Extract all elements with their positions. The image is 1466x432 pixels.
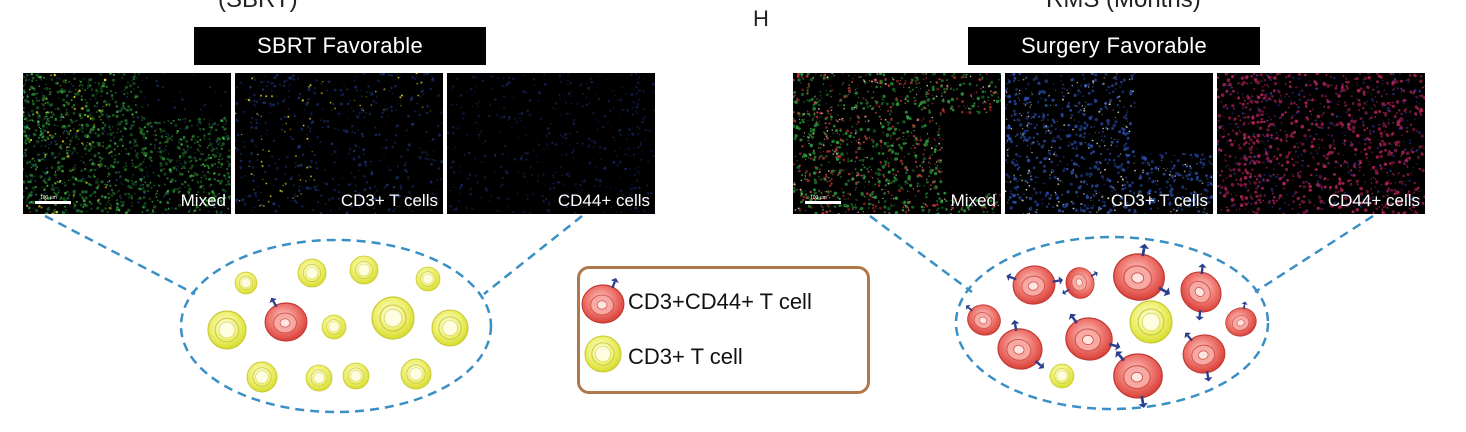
image-label-cd44: CD44+ cells (557, 191, 650, 210)
scale-bar (35, 201, 71, 204)
cropped-top-text-right: RMS (Months) (1046, 0, 1201, 14)
legend-icons (581, 266, 637, 373)
cd3-t-cell (349, 255, 379, 285)
panel-letter: H (753, 6, 769, 31)
cd3-cd44-t-cell (1057, 264, 1102, 301)
cd3-cd44-t-cell (1172, 259, 1230, 324)
image-label-cd3: CD3+ T cells (340, 191, 438, 210)
cd3-t-cell (207, 310, 247, 350)
cd3-t-cell (1049, 363, 1075, 389)
cd3-cd44-t-cell (1003, 262, 1066, 308)
cd3-t-cell (234, 271, 258, 295)
cd3-t-cell (415, 266, 441, 292)
surgery-favorable-title: Surgery Favorable (968, 27, 1260, 65)
surgery-cell-ellipse (954, 235, 1270, 411)
cd3-cd44-t-cell (1112, 348, 1163, 409)
scale-bar-label: 100 μm (810, 195, 827, 201)
scale-bar (805, 201, 841, 204)
cd3-cd44-t-cell (265, 296, 308, 342)
legend: CD3+CD44+ T cell CD3+ T cell (577, 266, 870, 394)
cd3-t-cell (400, 358, 432, 390)
left-mixed-image: 100 μm Mixed (23, 73, 231, 214)
scale-bar-label: 100 μm (40, 195, 57, 201)
right-image-strip: 100 μm Mixed CD3+ T cells CD44+ cells (793, 73, 1425, 214)
left-cd44-image: CD44+ cells (447, 73, 655, 214)
right-cd3-image: CD3+ T cells (1005, 73, 1213, 214)
sbrt-cell-ellipse (179, 238, 493, 414)
image-label-cd3: CD3+ T cells (1110, 191, 1208, 210)
cd3-cd44-t-cell (1109, 239, 1179, 305)
cd3-t-cell (321, 314, 347, 340)
cd3-t-cell (1129, 300, 1173, 344)
cd3-t-cell (305, 364, 333, 392)
left-cd3-image: CD3+ T cells (235, 73, 443, 214)
right-mixed-image: 100 μm Mixed (793, 73, 1001, 214)
cd3-t-cell (371, 296, 415, 340)
image-label-cd44: CD44+ cells (1327, 191, 1420, 210)
cd3-cd44-t-cell (1179, 324, 1229, 385)
cd3-t-cell (431, 309, 469, 347)
legend-label-cd3cd44: CD3+CD44+ T cell (628, 289, 812, 314)
cd3-t-cell (342, 362, 370, 390)
right-cd44-image: CD44+ cells (1217, 73, 1425, 214)
cd3-cd44-t-cell (1063, 310, 1124, 363)
cd3-cd44-t-cell (957, 298, 1006, 341)
legend-label-cd3: CD3+ T cell (628, 344, 743, 369)
cd3-cd44-t-cell (1221, 298, 1261, 341)
image-label-mixed: Mixed (180, 191, 226, 210)
cropped-top-text-left: (SBRT) (218, 0, 298, 14)
left-image-strip: 100 μm Mixed CD3+ T cells CD44+ cells (23, 73, 655, 214)
cd3-cd44-t-cell (994, 317, 1054, 374)
image-label-mixed: Mixed (950, 191, 996, 210)
cd3-t-cell (246, 361, 278, 393)
cd3-t-cell (297, 258, 327, 288)
sbrt-favorable-title: SBRT Favorable (194, 27, 486, 65)
